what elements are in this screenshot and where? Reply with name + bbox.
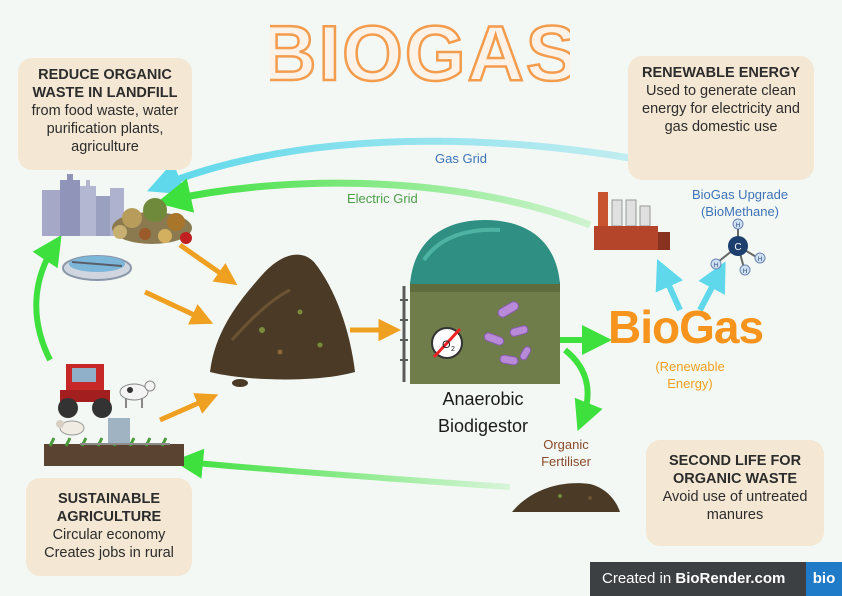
- farm-to-compost-arrow: [158, 393, 219, 423]
- cow-icon: [119, 380, 156, 408]
- treatment-to-compost-arrow: [143, 289, 214, 325]
- landfill-card-heading: REDUCE ORGANIC WASTE IN LANDFILL: [32, 67, 178, 101]
- no-oxygen-icon: O 2: [431, 327, 463, 359]
- food-waste-icon: [112, 198, 192, 244]
- credit-prefix: Created in: [602, 570, 676, 587]
- oxygen-subscript: 2: [451, 346, 455, 353]
- farm-to-city-arrow: [32, 234, 62, 362]
- organic-fertiliser-line: Fertiliser: [541, 454, 591, 469]
- renewable-card-heading: RENEWABLE ENERGY: [642, 65, 800, 81]
- tractor-icon: [58, 364, 112, 418]
- landfill-card: REDUCE ORGANIC WASTE IN LANDFILL from fo…: [18, 58, 192, 170]
- renewable-card: RENEWABLE ENERGY Used to generate clean …: [628, 56, 814, 180]
- compost-pile-icon: [210, 254, 355, 387]
- hydrogen-atom-label: H: [736, 223, 740, 229]
- second-life-card-body: Avoid use of untreated manures: [662, 489, 808, 523]
- renewable-energy-label: (Renewable Energy): [640, 358, 740, 392]
- fertiliser-pile-icon: [512, 483, 620, 512]
- landfill-card-body: from food waste, water purification plan…: [31, 103, 179, 155]
- hydrogen-atom-label: H: [743, 269, 747, 275]
- digester-label-line: Anaerobic: [442, 389, 524, 409]
- biogas-upgrade-label: BioGas Upgrade (BioMethane): [680, 186, 800, 220]
- city-icon: [42, 174, 124, 236]
- gas-grid-arrow: [146, 137, 691, 195]
- hydrogen-atom-label: H: [758, 257, 762, 263]
- biogas-upgrade-line: BioGas Upgrade: [691, 187, 789, 202]
- oxygen-symbol: O: [442, 339, 451, 351]
- renewable-energy-line: Energy): [667, 376, 713, 391]
- organic-fertiliser-label: Organic Fertiliser: [526, 436, 606, 470]
- second-life-card: SECOND LIFE FOR ORGANIC WASTE Avoid use …: [646, 440, 824, 546]
- fertiliser-to-farm-arrow: [173, 448, 511, 490]
- factory-icon: [594, 192, 670, 250]
- biogas-upgrade-line: (BioMethane): [700, 204, 780, 219]
- hydrogen-atom-label: H: [714, 263, 718, 269]
- credit-text: Created in BioRender.com: [602, 570, 785, 587]
- electric-grid-arrow: [156, 178, 592, 229]
- crop-field-icon: [44, 418, 184, 466]
- organic-fertiliser-line: Organic: [543, 437, 589, 452]
- biodigester-icon: [400, 220, 560, 384]
- agriculture-card-line: Creates jobs in rural: [44, 545, 174, 561]
- carbon-atom-label: C: [734, 242, 741, 253]
- page-title: BIOGAS: [270, 9, 570, 94]
- agriculture-card: SUSTAINABLE AGRICULTURE Circular economy…: [26, 478, 192, 576]
- agriculture-card-line: Circular economy: [52, 527, 166, 543]
- agriculture-card-heading: SUSTAINABLE AGRICULTURE: [56, 491, 162, 525]
- digester-to-fertiliser-arrow: [563, 347, 603, 432]
- credit-bar[interactable]: Created in BioRender.com bio: [590, 562, 842, 596]
- gas-grid-label: Gas Grid: [435, 151, 488, 166]
- waste-to-compost-arrow: [178, 242, 238, 286]
- title-graphic: BIOGAS: [270, 8, 570, 94]
- water-treatment-icon: [62, 255, 132, 281]
- digester-label: Anaerobic Biodigestor: [418, 386, 548, 440]
- credit-brand: BioRender.com: [675, 570, 786, 587]
- biogas-to-upgrade-arrow: [697, 261, 726, 312]
- biorender-logo-icon: bio: [806, 562, 842, 596]
- renewable-card-body: Used to generate clean energy for electr…: [642, 83, 800, 135]
- renewable-energy-line: (Renewable: [655, 359, 725, 374]
- bacteria-icon: [483, 301, 532, 366]
- electric-grid-label: Electric Grid: [347, 191, 418, 206]
- biogas-label: BioGas: [608, 301, 764, 353]
- methane-molecule-icon: C H H H H: [710, 218, 766, 276]
- second-life-card-heading: SECOND LIFE FOR ORGANIC WASTE: [668, 453, 802, 487]
- sheep-icon: [56, 420, 85, 436]
- digester-label-line: Biodigestor: [437, 416, 529, 436]
- biogas-to-factory-arrow: [655, 259, 684, 312]
